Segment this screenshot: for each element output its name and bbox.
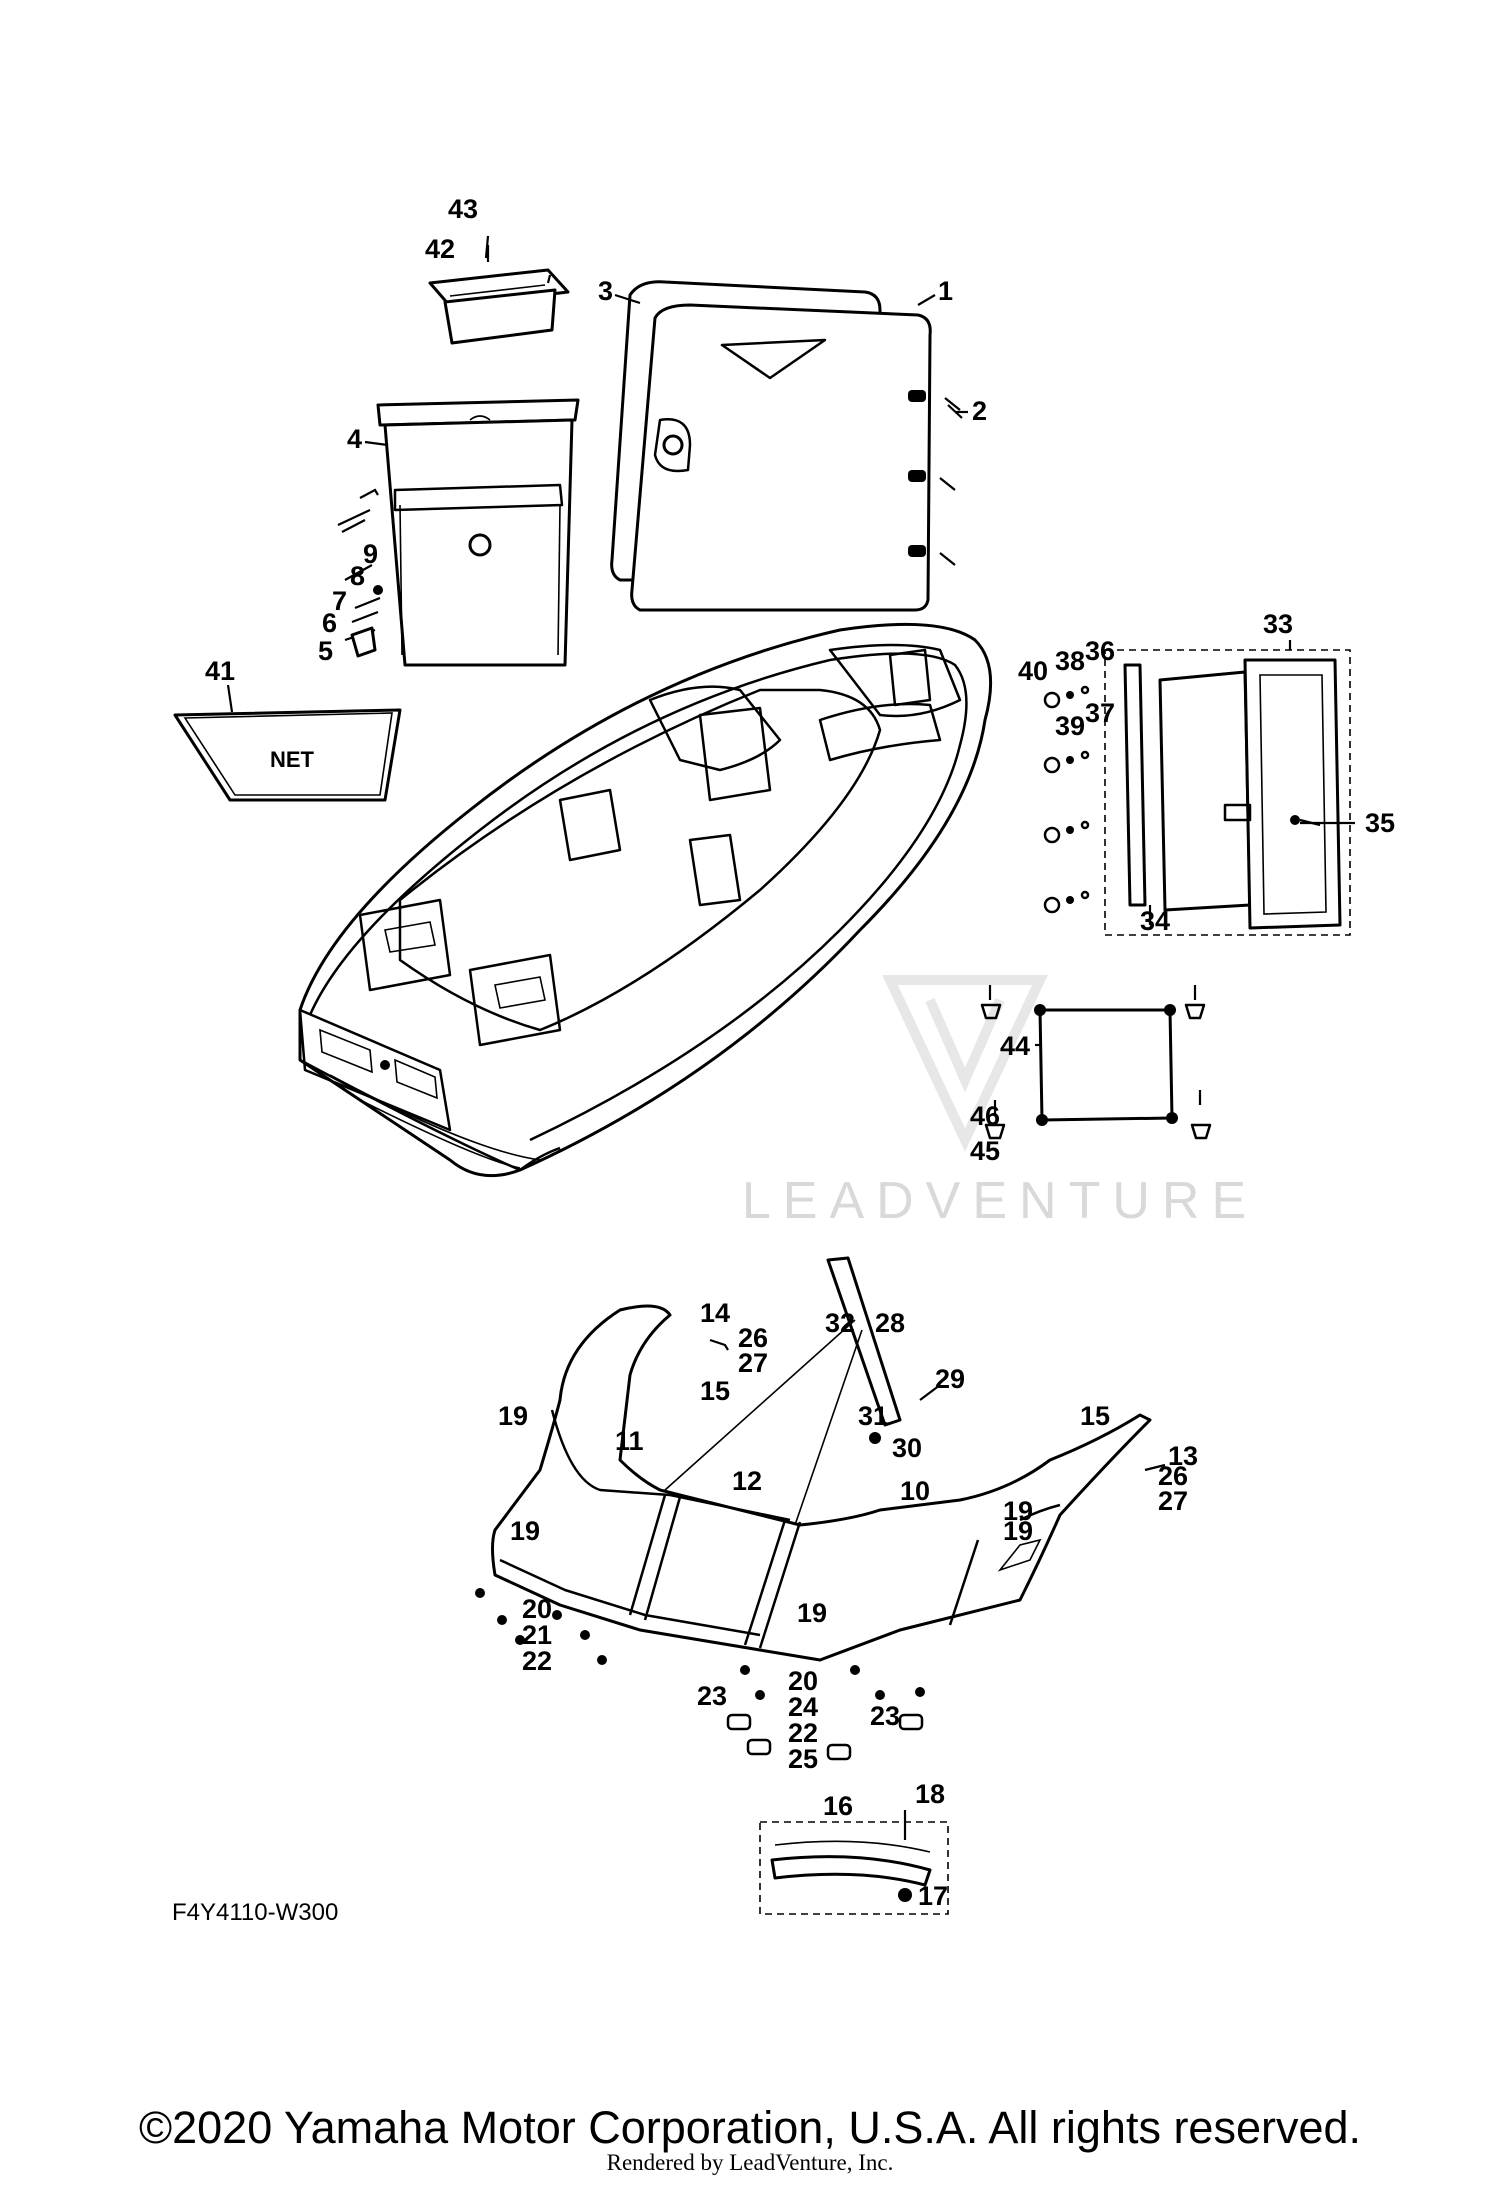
callout-label: 40: [1018, 656, 1048, 686]
part-tray-42: [428, 235, 570, 345]
callout-label: 3: [598, 276, 613, 306]
callout-label: 27: [738, 1348, 768, 1378]
callout-label: 6: [322, 608, 337, 638]
callout-label: 1: [938, 276, 953, 306]
callout-label: 37: [1085, 698, 1115, 728]
leader-lines: [226, 245, 1355, 1472]
callout-label: 25: [788, 1744, 818, 1774]
copyright-text: ©2020 Yamaha Motor Corporation, U.S.A. A…: [138, 2102, 1362, 2153]
callout-label: 12: [732, 1466, 762, 1496]
callout-label: 23: [697, 1681, 727, 1711]
callout-label: 10: [900, 1476, 930, 1506]
part-support-arm-28: [664, 1256, 941, 1526]
callout-label: 22: [522, 1646, 552, 1676]
part-hatch-door-33: [1104, 649, 1351, 936]
callout-label: 19: [498, 1401, 528, 1431]
callout-label: 23: [870, 1701, 900, 1731]
callout-label: 42: [425, 234, 455, 264]
callout-label: 19: [1003, 1516, 1033, 1546]
callout-label: 5: [318, 636, 333, 666]
callout-label: 15: [1080, 1401, 1110, 1431]
callout-label: 32: [825, 1308, 855, 1338]
part-storage-liner-4: [337, 398, 580, 667]
callout-label: 39: [1055, 711, 1085, 741]
part-boat-hull: [298, 622, 993, 1178]
callout-label: 15: [700, 1376, 730, 1406]
part-mat-44: [980, 985, 1212, 1140]
callout-label: 9: [363, 539, 378, 569]
callout-label: 29: [935, 1364, 965, 1394]
callout-label: 14: [700, 1298, 730, 1328]
callout-label: 30: [892, 1433, 922, 1463]
callout-label: 19: [1003, 1496, 1033, 1526]
watermark-text: LEADVENTURE: [742, 1172, 1258, 1230]
callout-label: 18: [915, 1779, 945, 1809]
callout-label: 36: [1085, 636, 1115, 666]
callout-label: 19: [510, 1516, 540, 1546]
callout-label: 19: [797, 1598, 827, 1628]
callout-label: 16: [823, 1791, 853, 1821]
part-door-panels-1-3: [610, 280, 963, 612]
callout-label: 45: [970, 1136, 1000, 1166]
watermark-logo: [882, 975, 1048, 1152]
callout-label: 8: [350, 561, 365, 591]
callout-label: 27: [1158, 1486, 1188, 1516]
part-net-41: [173, 708, 402, 802]
callout-label: 34: [1140, 906, 1170, 936]
callout-label: 17: [918, 1881, 948, 1911]
callout-label: 4: [347, 424, 362, 454]
callout-label: 31: [858, 1401, 888, 1431]
part-windshield-10-12: [491, 1304, 1152, 1662]
part-trim-strip-16: [759, 1810, 949, 1915]
callout-label: 35: [1365, 808, 1395, 838]
rendered-by-text: Rendered by LeadVenture, Inc.: [606, 2150, 894, 2175]
part-hardware-36-40: [1043, 685, 1090, 914]
callout-label: 43: [448, 194, 478, 224]
part-windshield-hardware: [475, 1588, 925, 1761]
callout-label: 33: [1263, 609, 1293, 639]
callout-label: 13: [1168, 1441, 1198, 1471]
callout-label: 26: [1158, 1461, 1188, 1491]
callout-label: 7: [332, 586, 347, 616]
callout-label: 20: [788, 1666, 818, 1696]
callout-label: 21: [522, 1620, 552, 1650]
net-label: NET: [270, 747, 315, 772]
diagram-code: F4Y4110-W300: [172, 1899, 338, 1926]
callout-label: 44: [1000, 1031, 1030, 1061]
callout-label: 22: [788, 1718, 818, 1748]
callout-label: 2: [972, 396, 987, 426]
callout-label: 38: [1055, 646, 1085, 676]
callout-label: 24: [788, 1692, 818, 1722]
callout-label: 41: [205, 656, 235, 686]
callout-label: 11: [615, 1426, 644, 1456]
callout-label: 28: [875, 1308, 905, 1338]
callout-labels: 1 2 3 4 5 6 7 8 9 10 11 12 13 14 15 15 1…: [205, 194, 1395, 1911]
callout-label: 20: [522, 1594, 552, 1624]
callout-label: 46: [970, 1101, 1000, 1131]
callout-label: 26: [738, 1323, 768, 1353]
